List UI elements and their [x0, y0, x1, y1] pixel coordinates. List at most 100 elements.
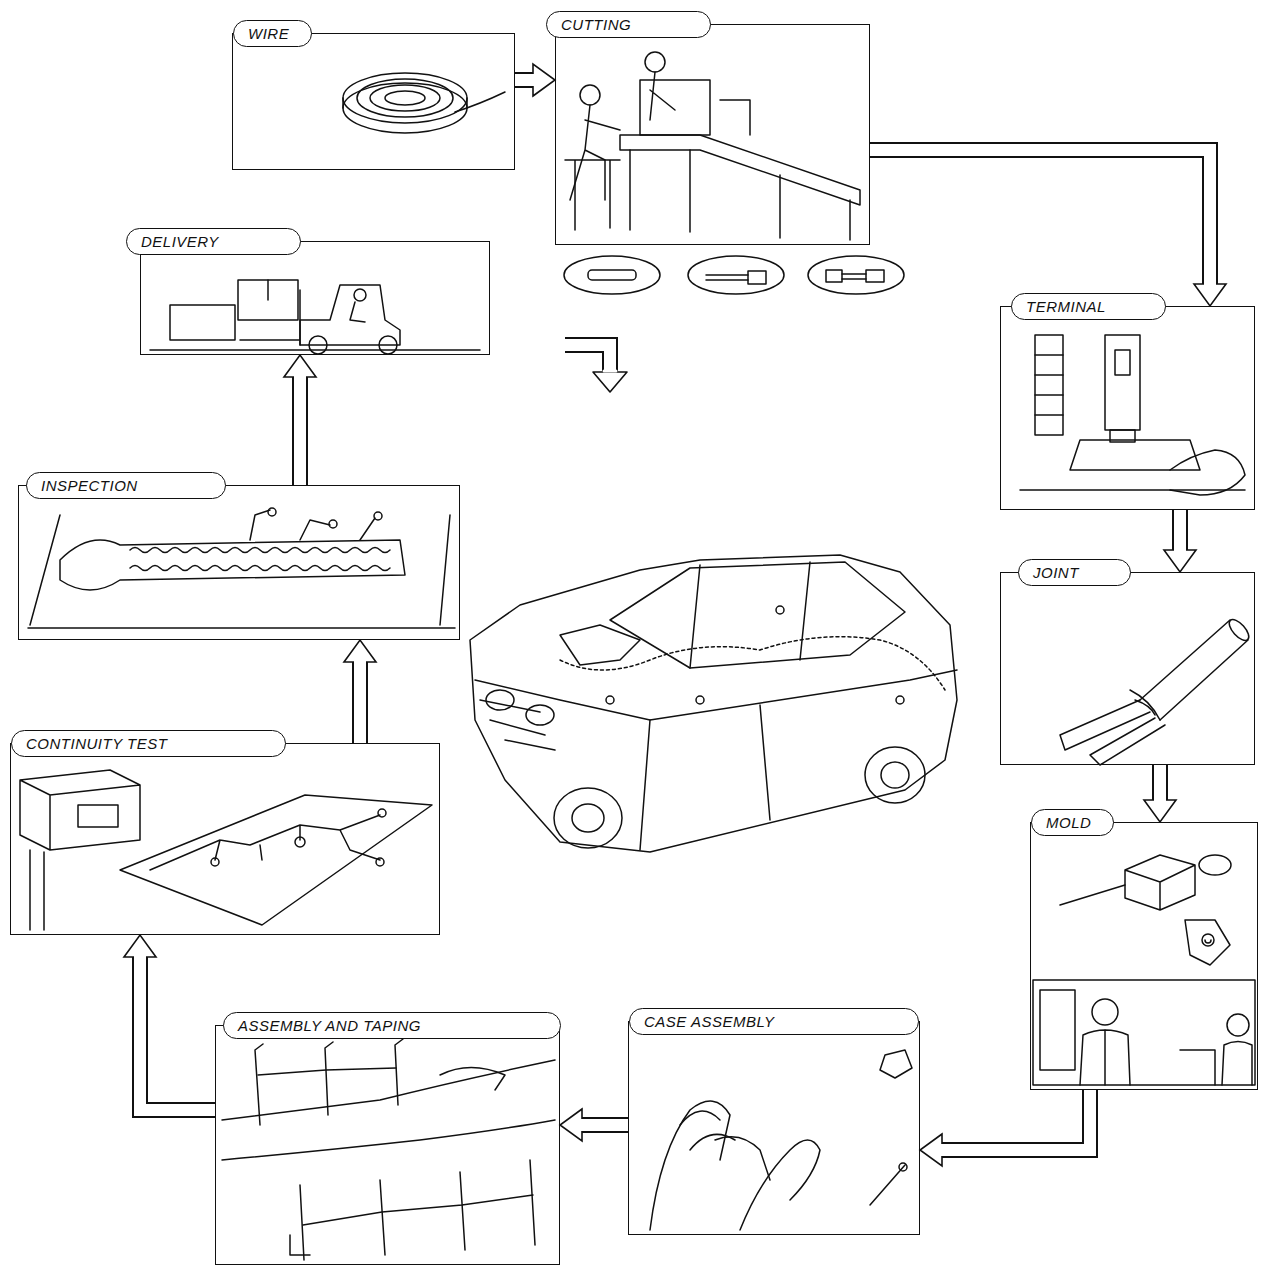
case-hands-stroke [880, 1050, 912, 1078]
wire-coil-stroke [385, 91, 425, 105]
arrow-fill [939, 1090, 1090, 1150]
continuity-tester-stroke [78, 805, 118, 827]
delivery-forklift-stroke [309, 336, 327, 354]
car-illustration-stroke [610, 562, 905, 668]
joint-splice-stroke [1140, 620, 1248, 720]
arrow-outline [870, 150, 1210, 284]
assembly-board-stroke [303, 1195, 533, 1225]
terminal-press-stroke [1035, 355, 1063, 415]
arrow-head [284, 355, 316, 377]
wire-coil-stroke [343, 98, 467, 108]
step-heading: CONTINUITY TEST [11, 730, 286, 757]
process-box: TERMINAL [1000, 306, 1255, 510]
car-illustration-stroke [776, 606, 784, 614]
wire-coil-stroke [357, 79, 453, 117]
step-heading: DELIVERY [126, 228, 301, 255]
car-illustration-stroke [606, 696, 614, 704]
flow-arrow [870, 150, 1226, 306]
cut-wire-samples-stroke [748, 271, 766, 284]
continuity-tester-stroke [211, 858, 219, 866]
process-box: CONTINUITY TEST [10, 743, 440, 935]
delivery-forklift-stroke [238, 280, 298, 320]
process-box: CUTTING [555, 24, 870, 245]
step-heading: INSPECTION [26, 472, 226, 499]
flow-arrow [515, 64, 555, 96]
inspection-bundle-stroke [60, 540, 405, 590]
continuity-tester-stroke [30, 850, 44, 930]
process-box: CASE ASSEMBLY [628, 1021, 920, 1235]
arrow-head [344, 640, 376, 662]
car-illustration-stroke [690, 562, 810, 668]
inspection-bundle-stroke [268, 508, 276, 516]
arrow-head [1194, 284, 1226, 306]
terminal-press [1020, 335, 1245, 495]
delivery-forklift-stroke [150, 349, 480, 351]
cutting-machine-stroke [650, 72, 675, 120]
process-box: DELIVERY [140, 241, 490, 355]
process-box: MOLD [1030, 822, 1258, 1090]
assembly-board-stroke [222, 1060, 555, 1120]
wire-coil [343, 73, 505, 133]
joint-splice-stroke [1130, 690, 1160, 720]
mold-workers-stroke [1092, 999, 1118, 1025]
inspection-bundle-stroke [130, 566, 390, 571]
case-hands-stroke [715, 1137, 770, 1180]
delivery-forklift-stroke [170, 305, 235, 340]
cutting-machine-stroke [565, 160, 620, 230]
delivery-to-car-arrow-stroke [604, 370, 616, 373]
cutting-machine-stroke [640, 80, 710, 135]
arrow-fill [1174, 510, 1186, 553]
process-box: ASSEMBLY AND TAPING [215, 1025, 560, 1265]
mold-workers-stroke [1033, 980, 1255, 1085]
cutting-machine-stroke [630, 150, 850, 240]
mold-workers-stroke [1180, 1050, 1215, 1085]
mold-connector-stroke [1125, 855, 1195, 910]
cut-wire-samples-stroke [706, 275, 748, 280]
arrow-head [533, 64, 555, 96]
mold-workers-stroke [1227, 1014, 1249, 1036]
mold-workers-stroke [1080, 1030, 1130, 1085]
cut-wire-samples [564, 256, 904, 294]
flow-arrow [1164, 510, 1196, 572]
terminal-press-stroke [1105, 335, 1140, 430]
cutting-machine-stroke [720, 100, 750, 135]
flow-arrow [1144, 765, 1176, 822]
step-heading: MOLD [1031, 809, 1114, 836]
delivery-forklift-stroke [379, 336, 397, 354]
car-illustration-stroke [865, 747, 925, 803]
delivery-forklift-stroke [354, 289, 366, 301]
cut-wire-samples-stroke [588, 270, 636, 280]
car-illustration-stroke [572, 804, 604, 832]
arrow-head [1144, 800, 1176, 822]
terminal-press-stroke [1170, 450, 1245, 495]
case-hands [650, 1050, 912, 1230]
arrow-fill [140, 954, 215, 1110]
mold-workers-stroke [1040, 990, 1075, 1070]
terminal-press-stroke [1020, 489, 1245, 491]
car-illustration-stroke [486, 690, 514, 710]
joint-splice [1060, 616, 1252, 765]
assembly-board-stroke [258, 1068, 396, 1075]
joint-splice-stroke [1090, 718, 1165, 765]
inspection-bundle-stroke [28, 627, 455, 629]
cutting-machine-stroke [620, 135, 860, 205]
arrow-fill [294, 374, 306, 485]
delivery-forklift-stroke [240, 290, 300, 345]
cut-wire-samples-stroke [866, 270, 884, 282]
arrow-outline [140, 957, 215, 1110]
process-box: JOINT [1000, 572, 1255, 765]
car-illustration [470, 555, 957, 852]
flow-arrow [124, 935, 215, 1110]
cut-wire-samples-stroke [564, 256, 660, 294]
arrow-head [920, 1134, 942, 1166]
continuity-tester-stroke [20, 770, 140, 850]
continuity-tester [20, 770, 432, 930]
delivery-forklift-stroke [267, 280, 269, 300]
step-heading: ASSEMBLY AND TAPING [223, 1012, 561, 1039]
mold-workers [1033, 980, 1255, 1085]
wire-coil-stroke [343, 73, 467, 123]
car-illustration-stroke [881, 762, 909, 788]
cutting-machine-stroke [570, 105, 620, 200]
